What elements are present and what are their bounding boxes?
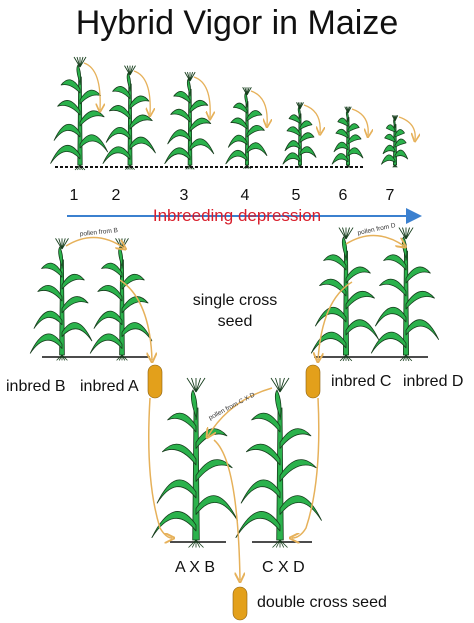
pollen-label-b: pollen from B [79, 227, 118, 238]
generation-label-5: 5 [291, 187, 301, 204]
generation-plant-7 [381, 115, 409, 168]
self-pollination-arrow-4 [250, 90, 267, 125]
inbred-a-label: inbred A [80, 378, 139, 395]
arrow-d-to-seed [318, 281, 353, 360]
plant-cxd [235, 377, 322, 548]
generation-label-6: 6 [338, 187, 348, 204]
single-cross-label-line1: single cross [192, 292, 278, 309]
arrow-axb-to-double [213, 439, 240, 580]
generation-plant-4 [225, 87, 268, 169]
plant-inbred-d [370, 227, 440, 362]
self-pollination-arrow-5 [303, 104, 320, 133]
axb-label: A X B [175, 559, 216, 576]
generation-plant-3 [164, 71, 215, 170]
generation-label-4: 4 [240, 187, 250, 204]
generation-plant-1 [50, 56, 109, 171]
plant-inbred-a [89, 238, 153, 361]
page-title: Hybrid Vigor in Maize [75, 4, 399, 42]
generation-plant-2 [102, 65, 156, 170]
generation-label-2: 2 [111, 187, 121, 204]
seed-single-cross-right [305, 364, 321, 399]
double-cross-label: double cross seed [257, 594, 387, 611]
self-pollination-arrow-2 [133, 70, 150, 114]
seed-double-cross [232, 586, 248, 621]
generation-label-3: 3 [179, 187, 189, 204]
self-pollination-arrow-7 [398, 116, 415, 140]
generation-plant-5 [282, 102, 317, 169]
plant-inbred-b [29, 238, 93, 361]
self-pollination-arrow-3 [193, 76, 210, 118]
cxd-label: C X D [262, 559, 305, 576]
arrow-seed-to-cxd [292, 397, 320, 538]
pollen-label-cxd: pollen from C X D [208, 391, 257, 421]
arrow-b-to-seed [119, 279, 152, 360]
generation-plant-6 [331, 106, 364, 168]
arrow-seed-to-axb [148, 397, 172, 538]
generation-label-7: 7 [385, 187, 395, 204]
plant-inbred-c [310, 227, 380, 362]
pollen-arrow-d [345, 234, 404, 246]
self-pollination-arrow-1 [83, 62, 100, 110]
self-pollination-arrow-6 [351, 108, 368, 135]
seed-single-cross-left [147, 364, 163, 399]
inbred-b-label: inbred B [6, 378, 66, 395]
generation-label-1: 1 [69, 187, 79, 204]
plant-axb [151, 377, 238, 548]
pollen-arrow-cxd [208, 387, 273, 436]
inbred-c-label: inbred C [331, 373, 392, 390]
pollen-label-d: pollen from D [357, 222, 397, 237]
pollen-arrow-b [65, 236, 124, 248]
inbred-d-label: inbred D [403, 373, 464, 390]
single-cross-label-line2: seed [217, 313, 253, 330]
inbreeding-depression-label: Inbreeding depression [152, 206, 322, 225]
